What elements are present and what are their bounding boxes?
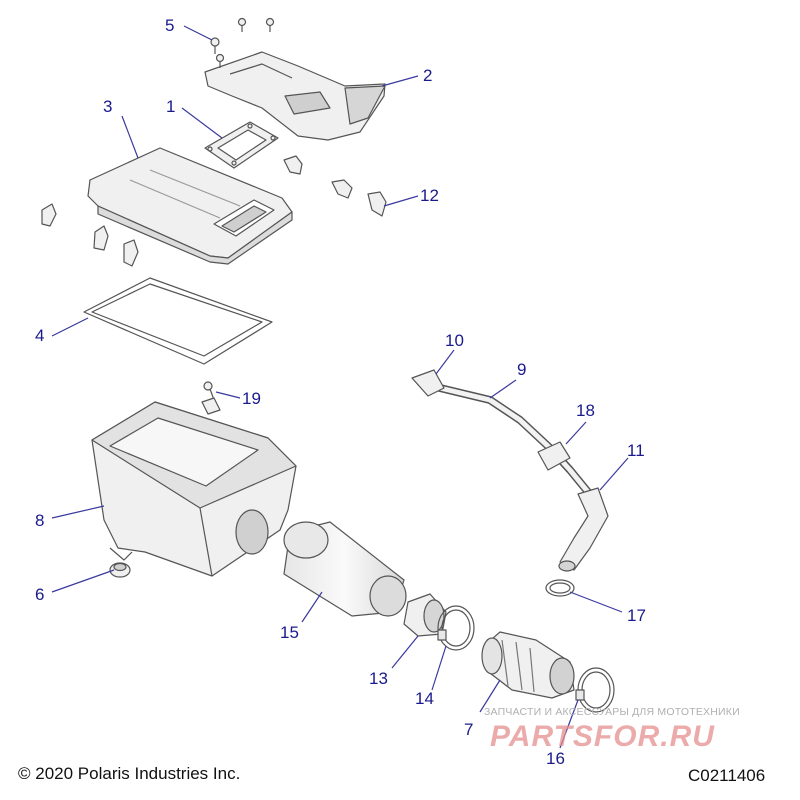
hose-clamp-16-part (575, 667, 615, 713)
intake-duct-part (204, 51, 386, 141)
cover-clip-parts (41, 155, 387, 267)
callout-6: 6 (35, 585, 45, 604)
gasket-plate-part (204, 121, 279, 169)
callout-5: 5 (165, 16, 175, 35)
clamp-18-part (537, 441, 571, 471)
callout-2: 2 (423, 66, 433, 85)
diagram-code: C0211406 (688, 766, 766, 785)
callout-13: 13 (369, 669, 388, 688)
clamp-17-part (545, 579, 575, 597)
callout-10: 10 (445, 331, 464, 350)
callout-16: 16 (546, 749, 565, 768)
callout-9: 9 (517, 360, 527, 379)
watermark-tagline: ЗАПЧАСТИ И АКСЕССУАРЫ ДЛЯ МОТОТЕХНИКИ (484, 706, 740, 718)
elbow-hose-part (558, 487, 609, 572)
watermark-brand: PARTSFOR.RU (490, 720, 715, 753)
callout-14: 14 (415, 689, 434, 708)
callout-4: 4 (35, 326, 45, 345)
callout-15: 15 (280, 623, 299, 642)
callout-7: 7 (464, 720, 474, 739)
leader-lines (51, 25, 629, 749)
intake-boot-part (481, 631, 575, 699)
copyright-notice: © 2020 Polaris Industries Inc. (18, 764, 241, 783)
tube-end-10-part (411, 369, 445, 397)
breather-tube-part (436, 384, 592, 496)
air-filter-part (283, 521, 407, 617)
callout-11: 11 (627, 441, 645, 460)
airbox-cover-part (87, 147, 293, 265)
hose-clamp-14-part (437, 605, 475, 651)
callout-12: 12 (420, 186, 439, 205)
callout-19: 19 (242, 389, 261, 408)
coupler-ring-part (403, 593, 447, 637)
callout-8: 8 (35, 511, 45, 530)
screw-parts (210, 17, 275, 68)
screw-19-part (203, 381, 215, 401)
airbox-base-part (91, 397, 297, 577)
callout-18: 18 (576, 401, 595, 420)
airbox-seal-part (83, 277, 273, 365)
callout-17: 17 (627, 606, 646, 625)
grommet-part (109, 562, 131, 578)
callout-1: 1 (166, 97, 176, 116)
callout-3: 3 (103, 97, 113, 116)
